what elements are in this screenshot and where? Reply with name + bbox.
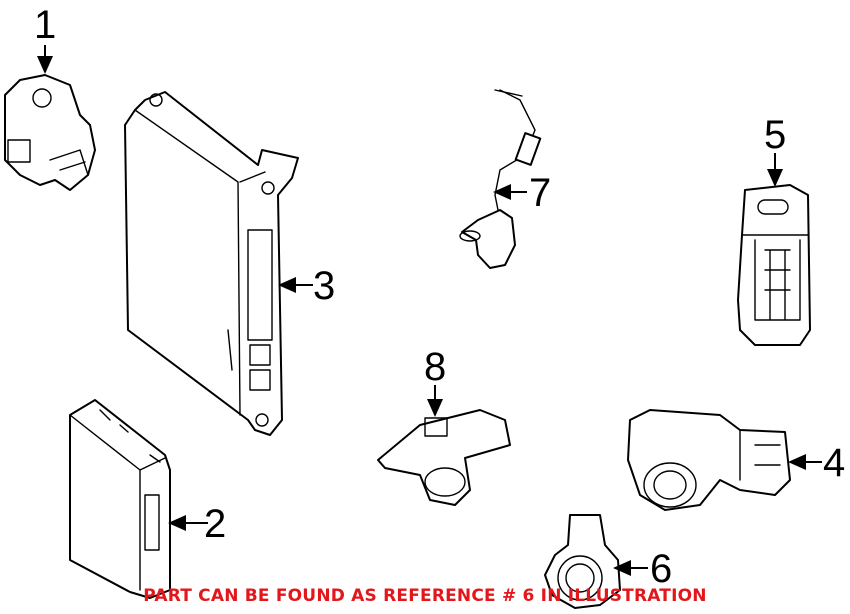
callout-2: 2 [204, 502, 226, 546]
part-3-control-module[interactable] [124, 91, 299, 436]
callout-4: 4 [823, 441, 845, 485]
part-4-park-sensor[interactable] [627, 409, 791, 511]
callout-7: 7 [529, 171, 551, 215]
callout-1: 1 [34, 3, 56, 47]
callout-5: 5 [764, 113, 786, 157]
part-5-bracket[interactable] [737, 184, 811, 346]
part-1-sensor[interactable] [4, 74, 96, 191]
callout-3: 3 [313, 264, 335, 308]
part-6-sensor-holder[interactable] [544, 514, 621, 609]
part-2-module[interactable] [69, 399, 171, 599]
part-8-camera[interactable] [377, 409, 511, 506]
callout-8: 8 [424, 345, 446, 389]
reference-note: PART CAN BE FOUND AS REFERENCE # 6 IN IL… [143, 586, 707, 606]
callout-6: 6 [650, 547, 672, 591]
